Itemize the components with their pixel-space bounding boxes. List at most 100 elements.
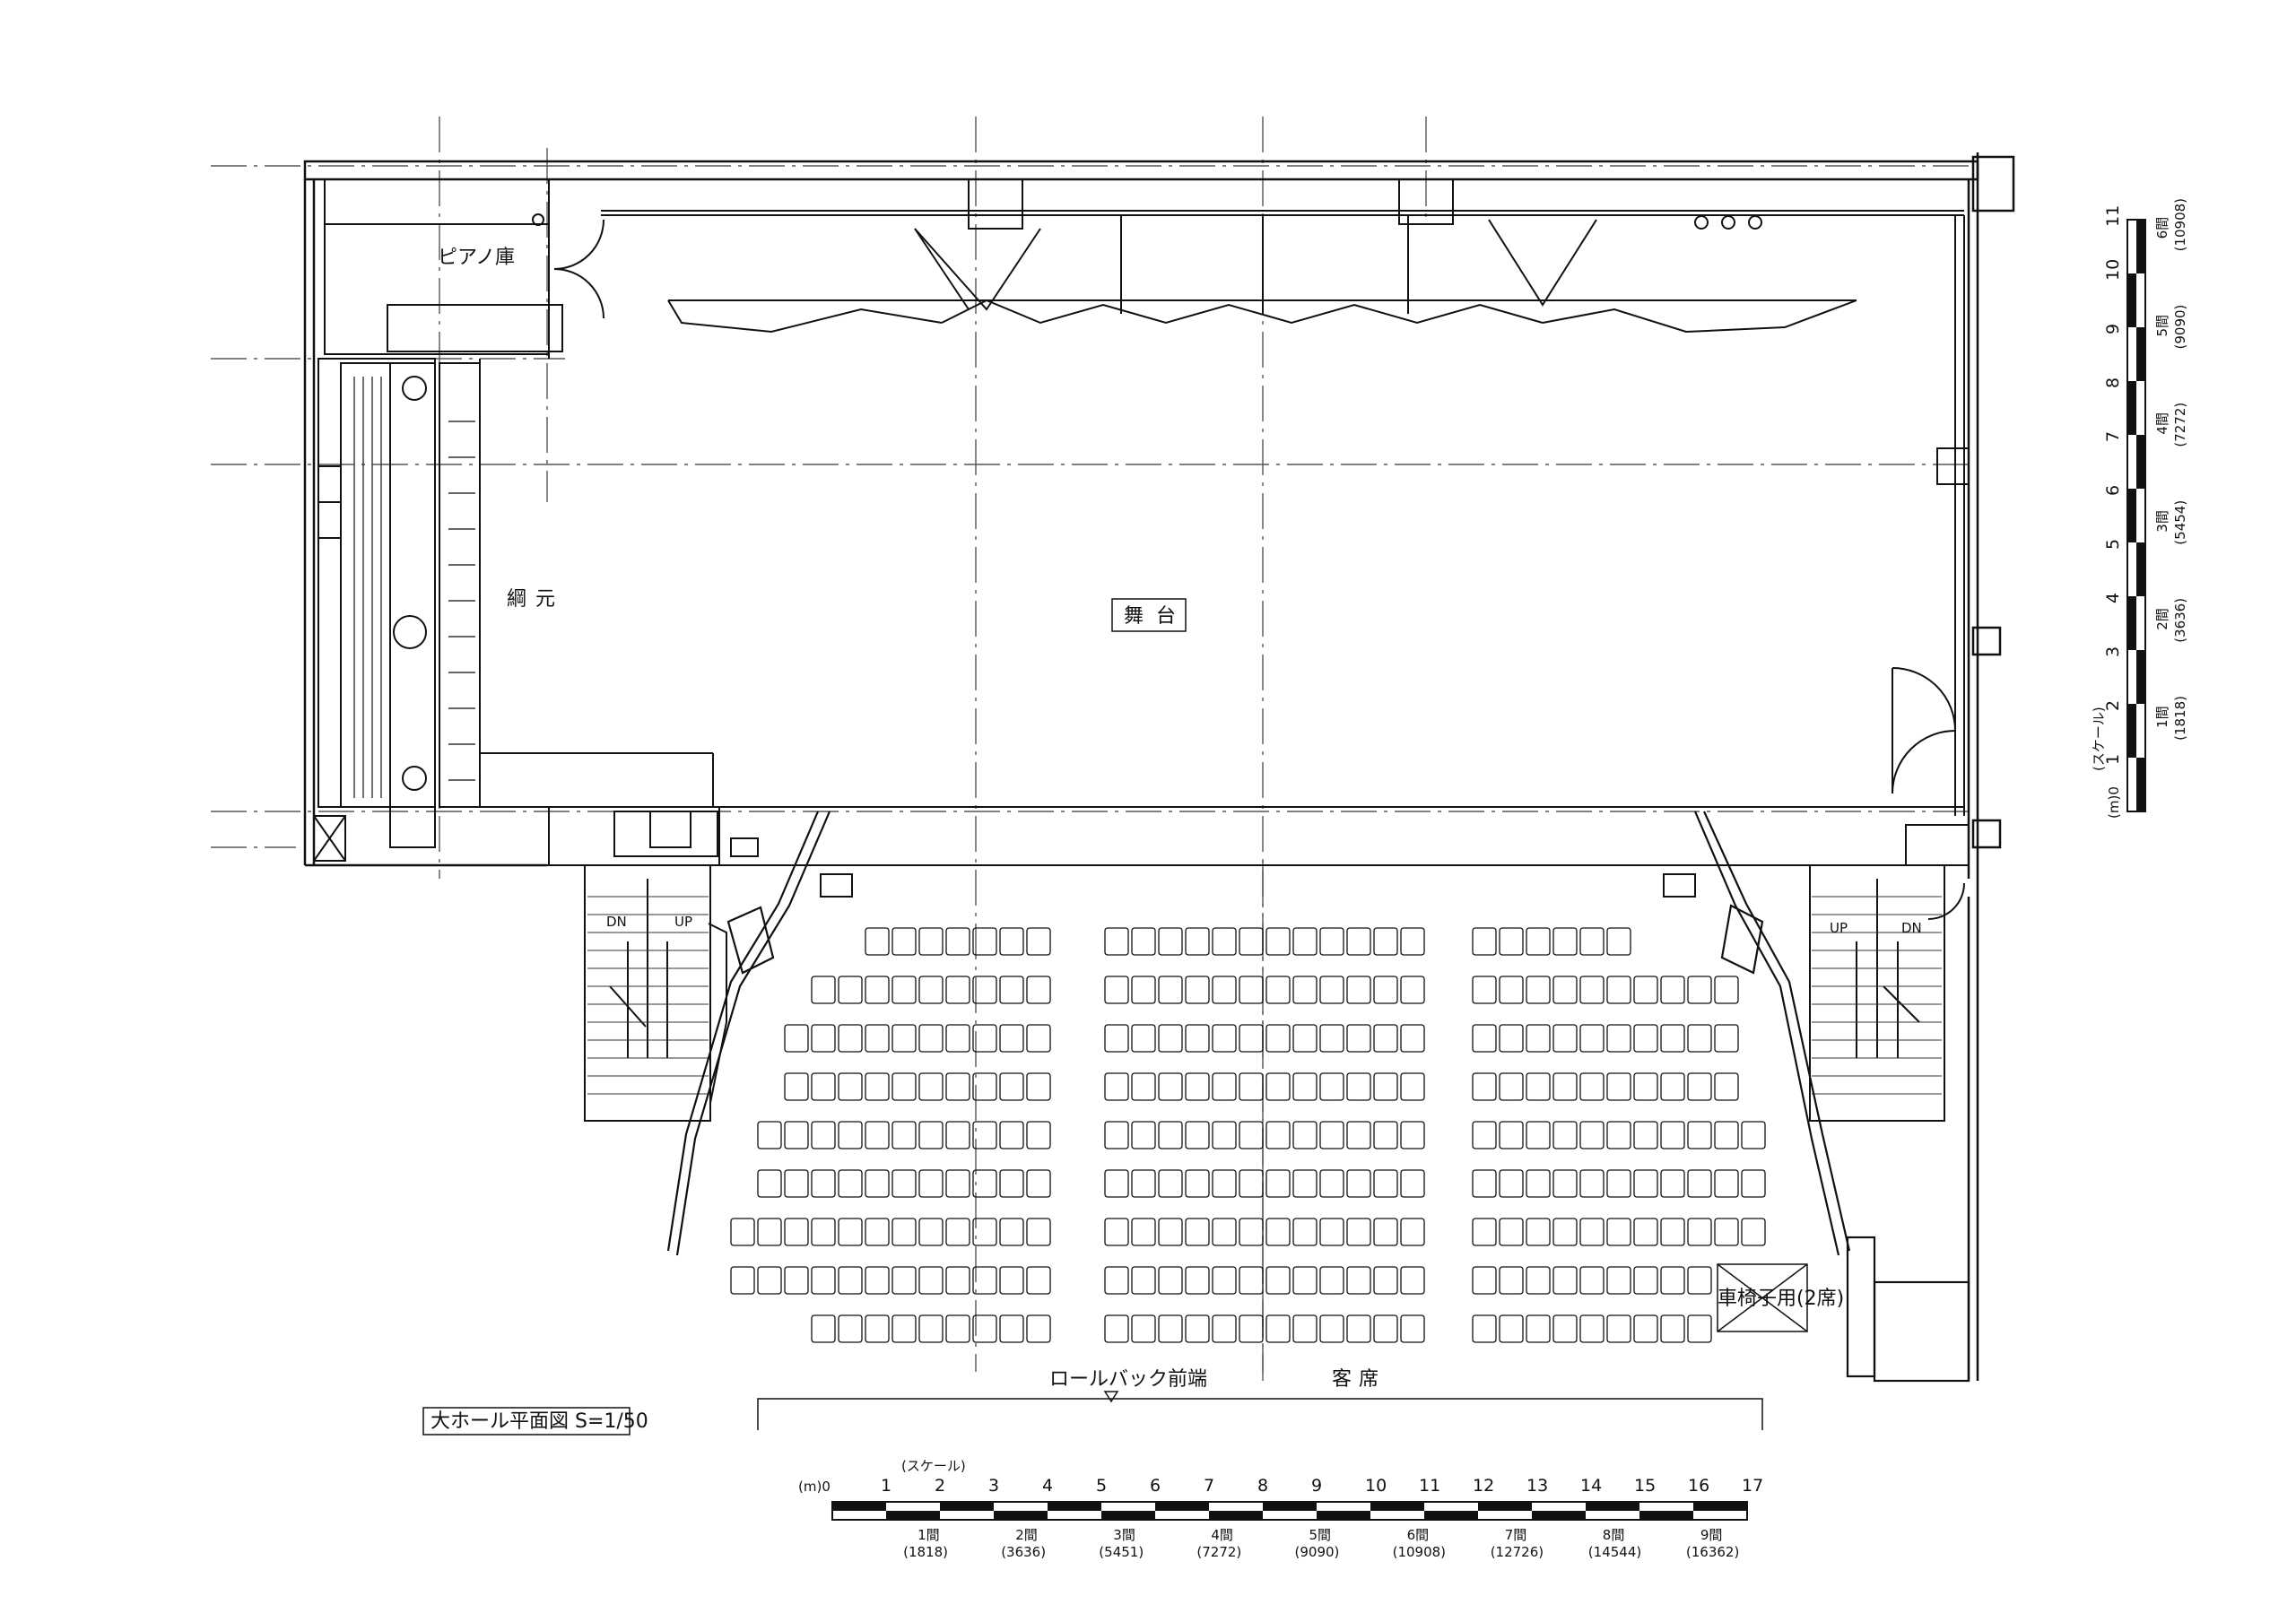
seat bbox=[918, 1121, 944, 1149]
bottom-scale-meter-tick: 5 bbox=[1096, 1476, 1107, 1496]
side-scale-mm-tick: (3636) bbox=[2172, 598, 2188, 643]
seat bbox=[1185, 1314, 1210, 1343]
seat bbox=[972, 927, 997, 956]
bottom-scale-segment bbox=[1478, 1502, 1532, 1511]
seat bbox=[865, 1314, 890, 1343]
seat bbox=[1185, 1024, 1210, 1053]
fly-area-label-2: 元 bbox=[535, 588, 555, 611]
seat bbox=[1741, 1218, 1766, 1246]
seat bbox=[1606, 1024, 1631, 1053]
seat bbox=[1185, 1266, 1210, 1295]
seat bbox=[757, 1218, 782, 1246]
seat bbox=[784, 1218, 809, 1246]
bottom-scale-mm-tick: (14544) bbox=[1588, 1544, 1641, 1560]
seat bbox=[1131, 1024, 1156, 1053]
seat bbox=[865, 1121, 890, 1149]
seat bbox=[1579, 927, 1605, 956]
seat bbox=[918, 927, 944, 956]
seat bbox=[945, 927, 970, 956]
seat bbox=[1400, 1024, 1425, 1053]
seat bbox=[1212, 1314, 1237, 1343]
bottom-scale-unit: (m)0 bbox=[798, 1479, 831, 1495]
seat bbox=[1131, 1266, 1156, 1295]
seat bbox=[1499, 1169, 1524, 1198]
stage-label-box: 舞 台 bbox=[1111, 598, 1187, 632]
bottom-scale-segment bbox=[1209, 1511, 1263, 1520]
seat bbox=[1579, 1314, 1605, 1343]
seat bbox=[1239, 1218, 1264, 1246]
seat bbox=[1714, 1121, 1739, 1149]
seat bbox=[891, 1072, 917, 1101]
seat bbox=[1660, 1266, 1685, 1295]
seat bbox=[811, 1072, 836, 1101]
seat bbox=[784, 1072, 809, 1101]
seat bbox=[1346, 1121, 1371, 1149]
seat bbox=[1026, 1218, 1051, 1246]
seat bbox=[945, 976, 970, 1004]
side-scale-mm-tick: (10908) bbox=[2172, 198, 2188, 251]
seat bbox=[1579, 1072, 1605, 1101]
piano-storage-label: ピアノ庫 bbox=[438, 247, 515, 269]
left-stair-dn-label: DN bbox=[606, 914, 627, 930]
seat bbox=[1265, 1218, 1291, 1246]
seat bbox=[838, 1169, 863, 1198]
fly-area-label-1: 綱 bbox=[507, 588, 526, 611]
seat bbox=[1526, 1266, 1551, 1295]
seat bbox=[1292, 1169, 1318, 1198]
seat bbox=[972, 1169, 997, 1198]
seat bbox=[999, 1218, 1024, 1246]
bottom-scale-ken-tick: 5間 bbox=[1309, 1527, 1332, 1543]
seat bbox=[972, 1024, 997, 1053]
seat bbox=[1319, 1266, 1344, 1295]
seat bbox=[865, 927, 890, 956]
seat bbox=[918, 1024, 944, 1053]
seat bbox=[891, 1169, 917, 1198]
seat bbox=[1212, 976, 1237, 1004]
seat bbox=[811, 1169, 836, 1198]
seat bbox=[1346, 1024, 1371, 1053]
side-scale-meter-tick: 2 bbox=[2103, 700, 2123, 711]
seat bbox=[1239, 976, 1264, 1004]
seat bbox=[1472, 976, 1497, 1004]
seat bbox=[1526, 1121, 1551, 1149]
svg-text:台: 台 bbox=[1156, 605, 1176, 628]
seat bbox=[865, 1024, 890, 1053]
seat bbox=[972, 976, 997, 1004]
seat bbox=[1714, 1024, 1739, 1053]
seat bbox=[999, 1314, 1024, 1343]
seat bbox=[1526, 1072, 1551, 1101]
seat bbox=[1472, 1266, 1497, 1295]
side-scale-ken-tick: 5間 bbox=[2154, 315, 2170, 337]
bottom-scale-mm-tick: (10908) bbox=[1393, 1544, 1446, 1560]
seat bbox=[918, 1314, 944, 1343]
seat bbox=[757, 1266, 782, 1295]
seat bbox=[918, 1218, 944, 1246]
side-scale-ken-tick: 3間 bbox=[2154, 510, 2170, 533]
seat bbox=[1026, 1169, 1051, 1198]
seat bbox=[1265, 1169, 1291, 1198]
side-scale-ken-tick: 4間 bbox=[2154, 412, 2170, 435]
seat bbox=[945, 1121, 970, 1149]
side-scale-segment bbox=[2136, 758, 2145, 811]
seat bbox=[1579, 1121, 1605, 1149]
seat bbox=[838, 1072, 863, 1101]
side-scale-segment bbox=[2136, 327, 2145, 381]
seat bbox=[1400, 1169, 1425, 1198]
bottom-scale-segment bbox=[1693, 1502, 1747, 1511]
seat bbox=[1158, 927, 1183, 956]
side-scale-meter-tick: 11 bbox=[2103, 205, 2123, 227]
seat bbox=[1212, 1169, 1237, 1198]
seat bbox=[918, 1266, 944, 1295]
side-scale-meter-tick: 9 bbox=[2103, 324, 2123, 334]
side-scale-mm-tick: (5454) bbox=[2172, 500, 2188, 545]
seat bbox=[1526, 1218, 1551, 1246]
seat bbox=[1606, 1121, 1631, 1149]
seat bbox=[1212, 927, 1237, 956]
seat bbox=[1104, 1072, 1129, 1101]
wheelchair-space bbox=[1717, 1263, 1808, 1332]
bottom-scale-meter-tick: 15 bbox=[1634, 1476, 1656, 1496]
seat bbox=[1373, 1314, 1398, 1343]
seat bbox=[1499, 1266, 1524, 1295]
seat bbox=[1526, 976, 1551, 1004]
side-scale-unit: (m)0 bbox=[2106, 786, 2122, 819]
